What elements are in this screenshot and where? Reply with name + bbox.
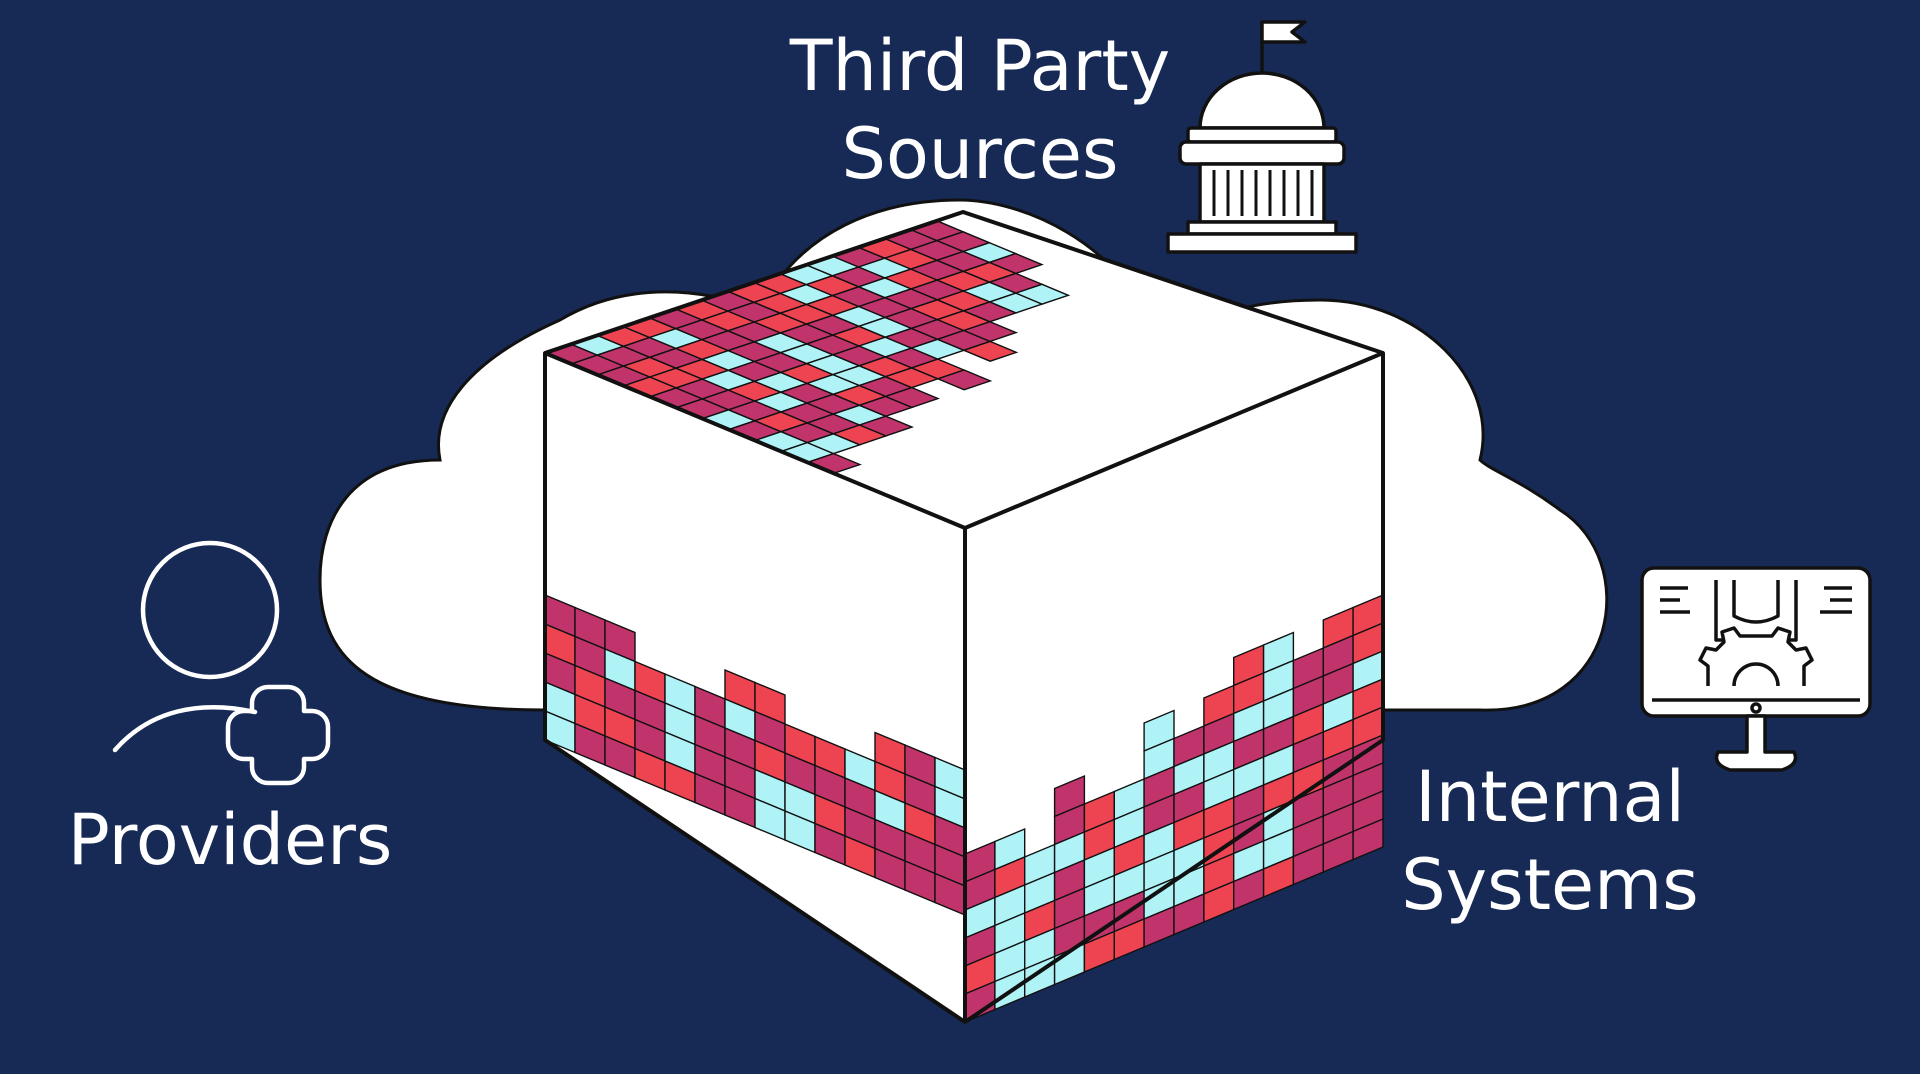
maze-tile (987, 252, 1044, 275)
internal-line-2: Systems (1401, 844, 1699, 926)
maze-tile (883, 386, 940, 409)
maze-tile (961, 340, 1019, 362)
government-building-icon (1166, 20, 1358, 254)
third-party-line-2: Sources (841, 113, 1119, 195)
computer-monitor-gear-icon (1640, 566, 1872, 772)
internal-line-1: Internal (1415, 756, 1685, 838)
cube-top-tiles (543, 220, 1071, 475)
maze-tile (857, 415, 914, 437)
maze-tile (961, 320, 1019, 343)
third-party-sources-label: Third Party Sources (700, 22, 1260, 198)
maze-tile (935, 369, 993, 391)
providers-label: Providers (67, 799, 393, 881)
maze-tile (1013, 283, 1071, 305)
maze-tile (1352, 817, 1384, 861)
provider-person-plus-icon (112, 540, 331, 786)
internal-systems-label: Internal Systems (1340, 753, 1760, 929)
third-party-line-1: Third Party (789, 25, 1171, 107)
cube-outline (543, 210, 1385, 1024)
cube-right-tiles (964, 593, 1384, 1024)
